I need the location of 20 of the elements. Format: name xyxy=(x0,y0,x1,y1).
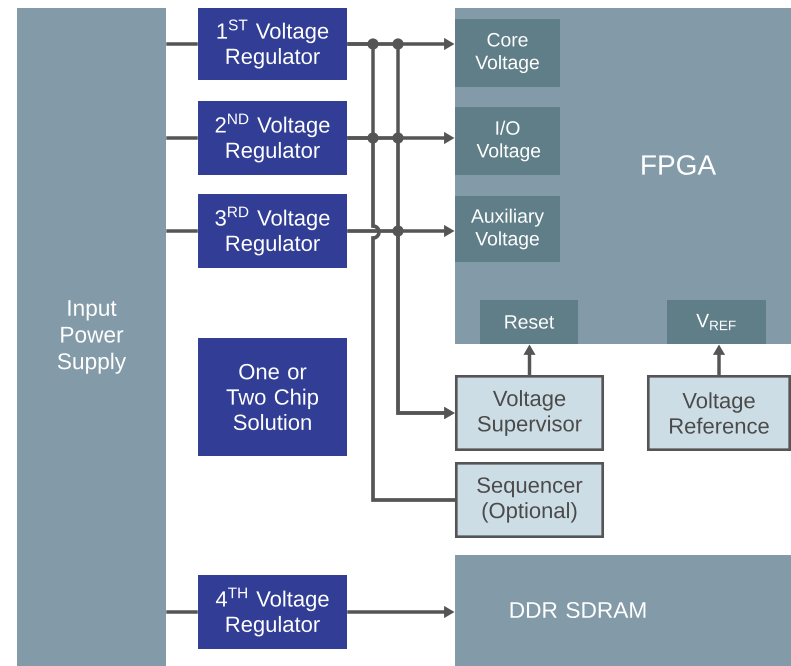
connector-line xyxy=(166,136,198,140)
regulator-box: 1$^{ST}$ Voltage Regulator xyxy=(198,8,348,80)
reference-box: Voltage Reference xyxy=(646,374,791,452)
ddr-sdram-block: DDR SDRAM xyxy=(455,555,791,666)
chip-solution-box: One or Two Chip Solution xyxy=(198,338,348,456)
regulator-box: 2$^{ND}$ Voltage Regulator xyxy=(198,101,348,175)
connector-line xyxy=(166,610,198,614)
sequencer-box: Sequencer (Optional) xyxy=(454,462,604,538)
regulator-box: 4$^{TH}$ Voltage Regulator xyxy=(198,575,348,649)
auxiliary-voltage-box: Auxiliary Voltage xyxy=(455,196,560,262)
power-supply-block: Input Power Supply xyxy=(17,8,166,666)
connector-line xyxy=(347,136,455,502)
connector-line xyxy=(166,229,198,233)
connector-line xyxy=(166,42,198,46)
regulator-box: 3$^{RD}$ Voltage Regulator xyxy=(198,194,348,268)
io-voltage-box: I/O Voltage xyxy=(455,107,560,175)
core-voltage-box: Core Voltage xyxy=(455,19,560,87)
reset-box: Reset xyxy=(480,300,578,344)
vref-box: V$_{REF}$ xyxy=(667,300,766,344)
supervisor-box: Voltage Supervisor xyxy=(454,374,604,452)
